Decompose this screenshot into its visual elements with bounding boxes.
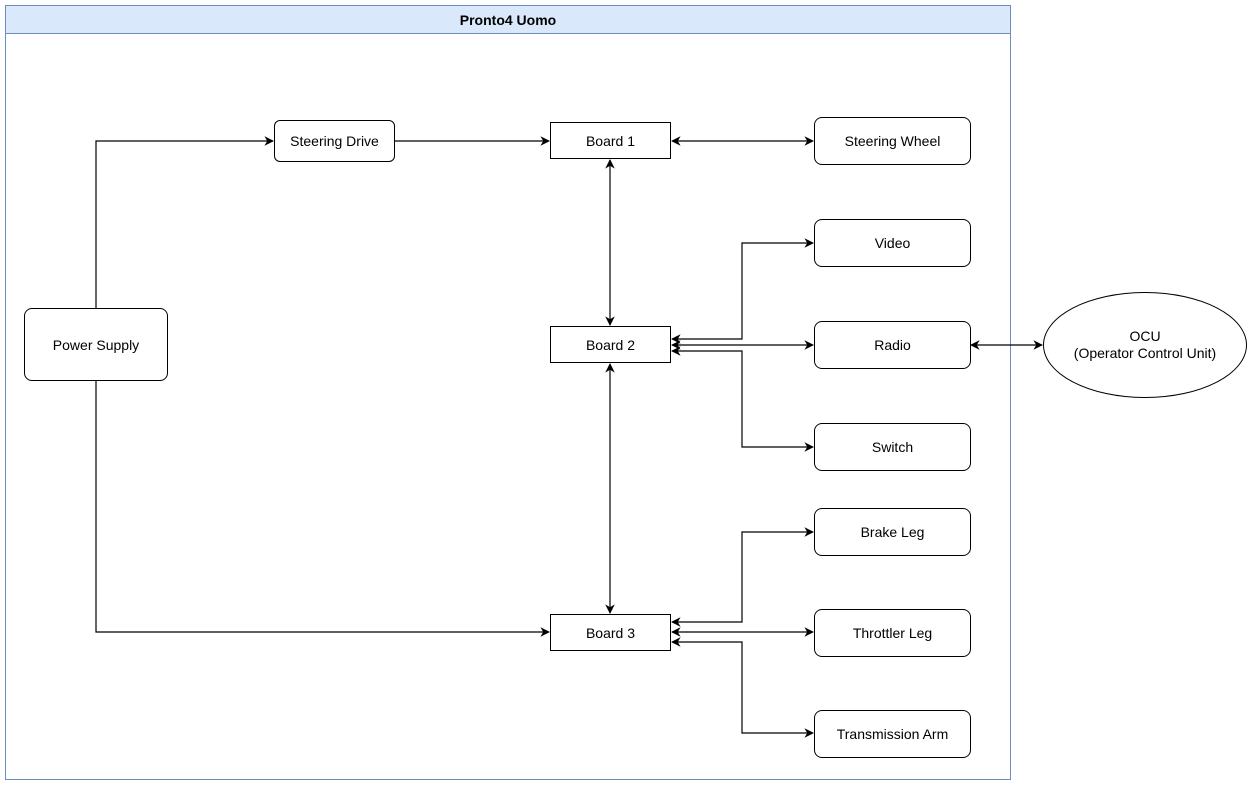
ocu-node: OCU (Operator Control Unit) [1043, 292, 1247, 398]
steering-wheel-node: Steering Wheel [814, 117, 971, 165]
edge-board2-video [671, 238, 814, 344]
board3-node: Board 3 [550, 614, 671, 651]
video-node: Video [814, 219, 971, 267]
ocu-label: OCU [1129, 328, 1161, 344]
edge-board3-transmission-arm [671, 637, 814, 738]
radio-node: Radio [814, 321, 971, 369]
board1-node: Board 1 [550, 122, 671, 159]
edge-board2-switch [671, 346, 814, 452]
power-supply-node: Power Supply [24, 308, 168, 381]
brake-leg-node: Brake Leg [814, 508, 971, 556]
edge-board3-brake-leg [671, 527, 814, 627]
edge-power-to-steering-drive [95, 136, 274, 308]
throttler-leg-node: Throttler Leg [814, 609, 971, 657]
ocu-sublabel: (Operator Control Unit) [1073, 345, 1217, 361]
steering-drive-node: Steering Drive [274, 120, 395, 162]
switch-node: Switch [814, 423, 971, 471]
container-title: Pronto4 Uomo [6, 6, 1010, 34]
transmission-arm-node: Transmission Arm [814, 710, 971, 758]
board2-node: Board 2 [550, 326, 671, 363]
edge-power-to-board3 [95, 381, 550, 637]
